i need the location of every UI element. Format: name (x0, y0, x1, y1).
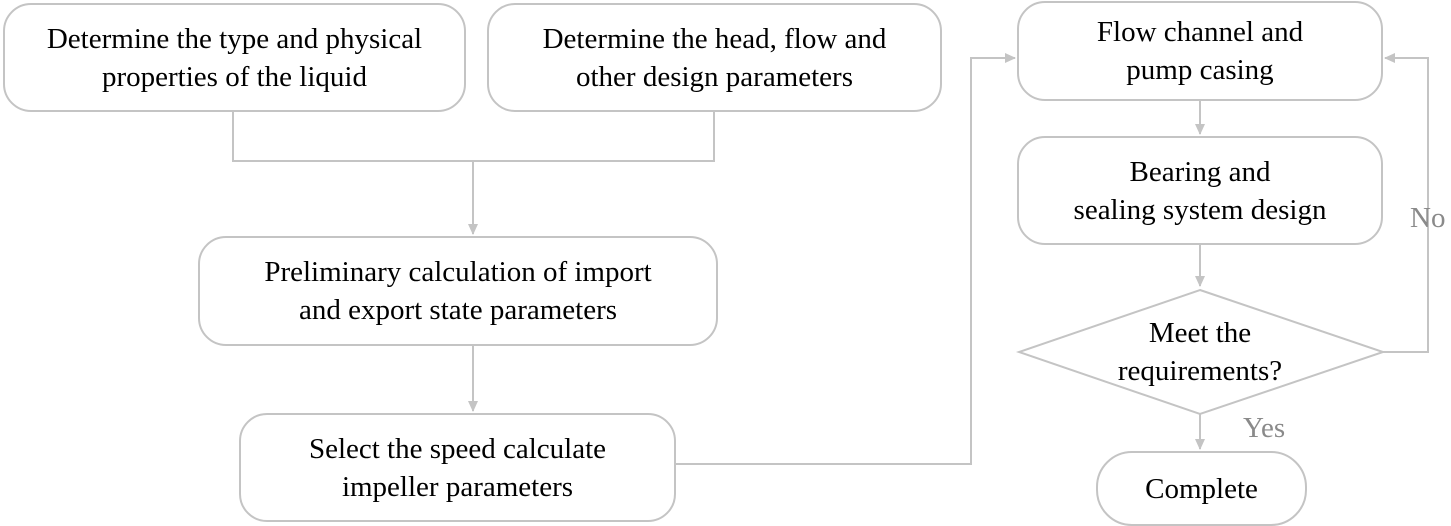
node-complete-text: Complete (1145, 472, 1258, 505)
node-select-speed: Select the speed calculate impeller para… (239, 413, 676, 522)
node-preliminary-calculation: Preliminary calculation of import and ex… (198, 236, 718, 346)
node-select-line1: Select the speed calculate (308, 432, 607, 465)
node-flow-channel: Flow channel and pump casing (1017, 1, 1383, 101)
node-select-line2: impeller parameters (341, 470, 574, 503)
node-preliminary-line1: Preliminary calculation of import (264, 256, 652, 288)
node-design-parameters: Determine the head, flow and other desig… (487, 3, 942, 112)
edge-label-yes: Yes (1243, 412, 1286, 444)
node-bearing-line1: Bearing and (1129, 155, 1271, 188)
decision-text: Meet the requirements? (1060, 314, 1340, 390)
node-design-line1: Determine the head, flow and (542, 22, 887, 55)
node-bearing-line2: sealing system design (1073, 193, 1327, 226)
node-complete: Complete (1096, 451, 1307, 526)
connector-liquid-merge (232, 112, 715, 162)
node-liquid-line1: Determine the type and physical (46, 22, 423, 55)
node-flow-line1: Flow channel and (1096, 16, 1304, 48)
arrow-select-to-flow-channel (674, 53, 1016, 465)
node-liquid-properties: Determine the type and physical properti… (3, 3, 466, 112)
edge-label-no: No (1410, 202, 1446, 234)
decision-line1: Meet the (1148, 317, 1252, 349)
node-preliminary-line2: and export state parameters (298, 294, 618, 326)
node-liquid-line2: properties of the liquid (102, 60, 367, 93)
node-bearing-sealing: Bearing and sealing system design (1017, 136, 1383, 245)
decision-line2: requirements? (1117, 355, 1283, 387)
arrow-decision-no-loop (1383, 53, 1429, 353)
node-design-line2: other design parameters (575, 60, 853, 93)
node-flow-line2: pump casing (1126, 54, 1274, 86)
